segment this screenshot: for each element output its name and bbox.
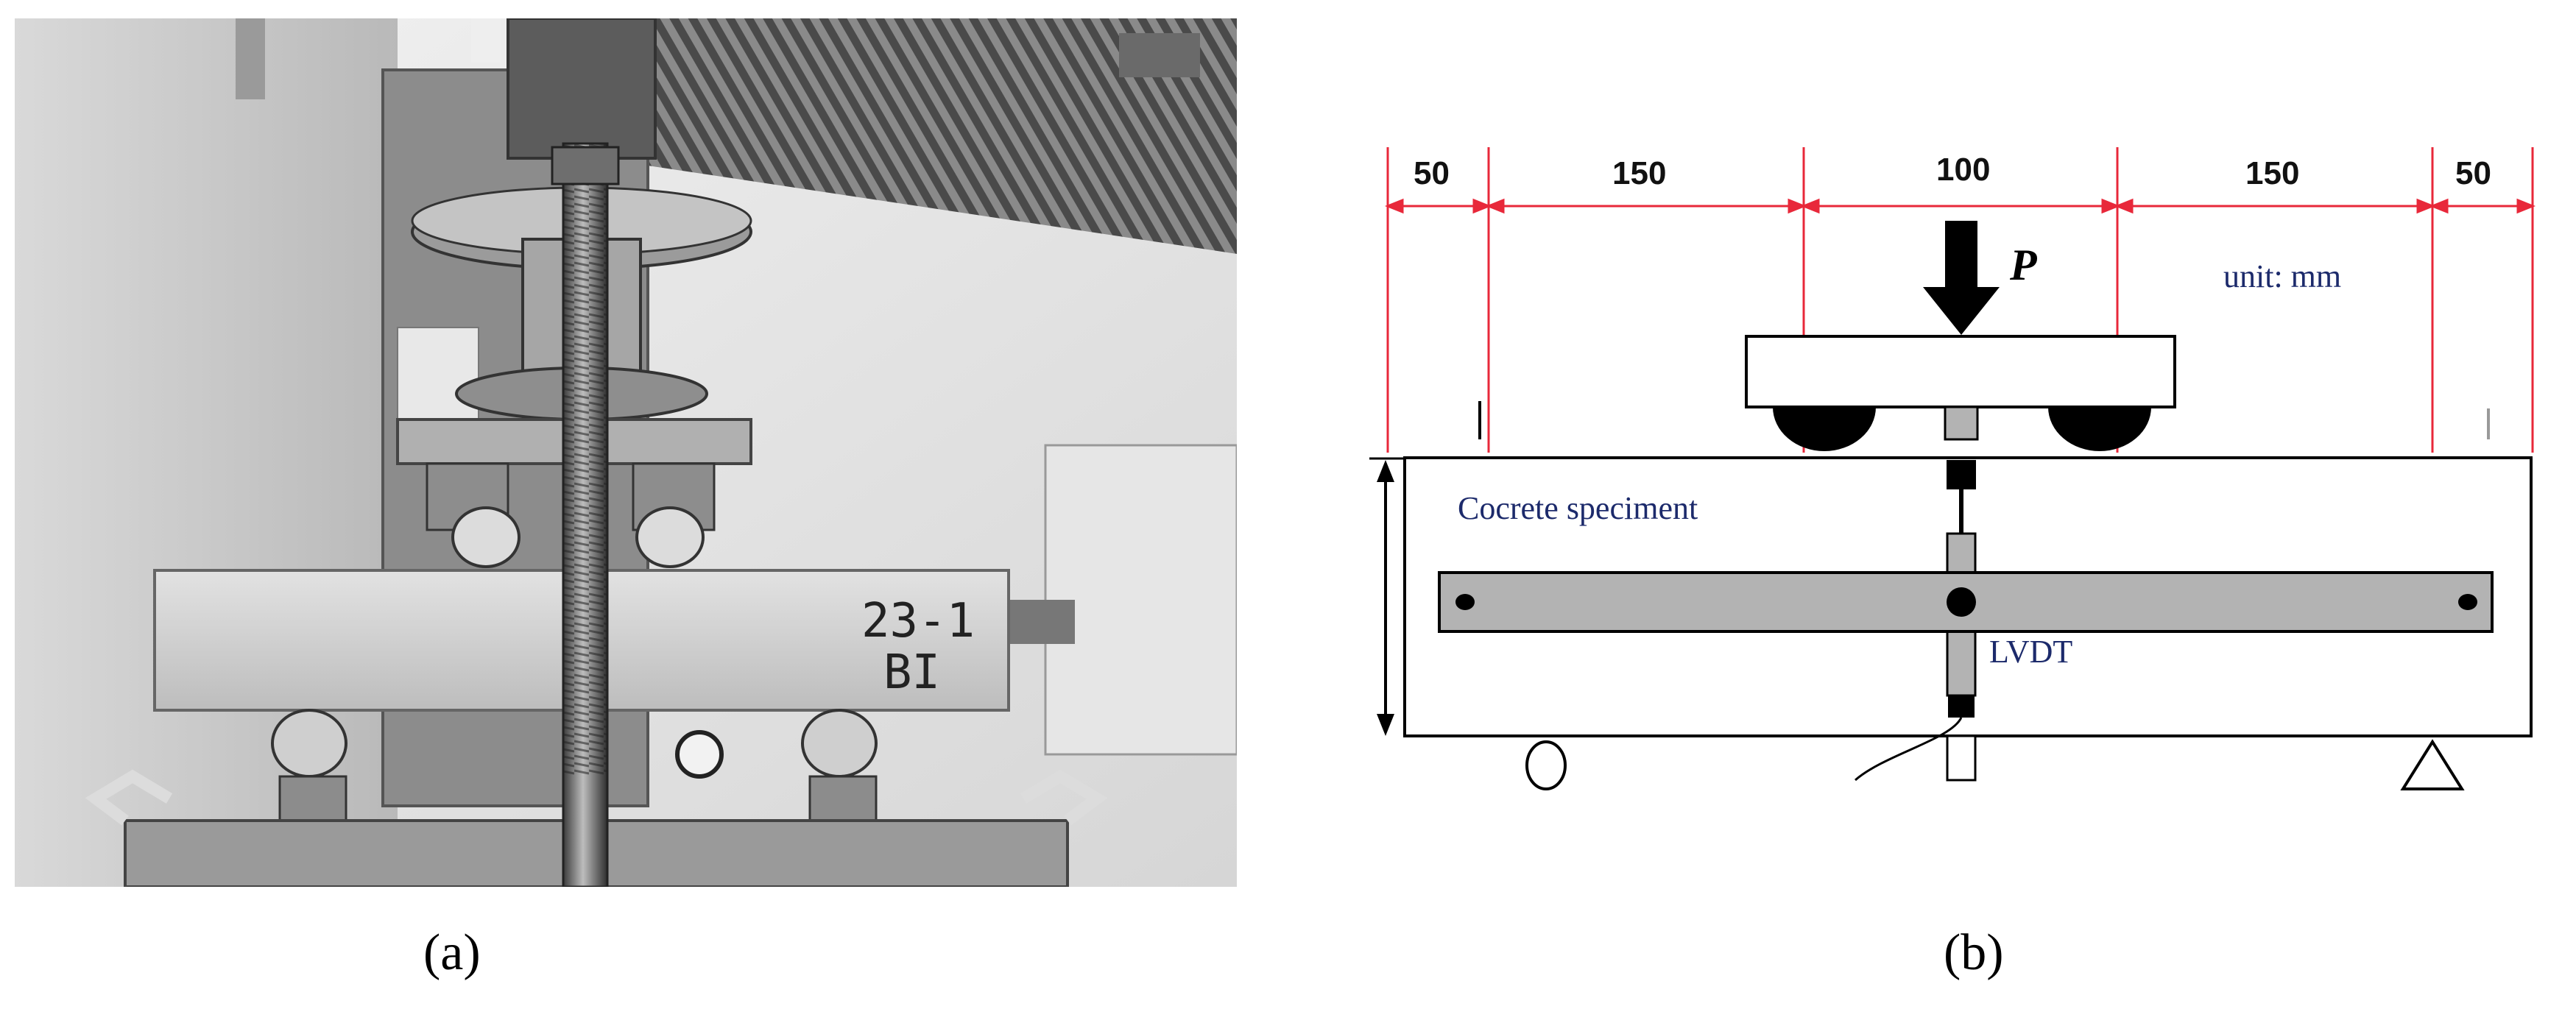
schematic-svg: 50 150 100 150 50 P unit: mm Cocrete spe… bbox=[1369, 147, 2536, 790]
dim-label-2: 150 bbox=[1612, 155, 1666, 191]
pin-support-icon bbox=[2400, 739, 2465, 790]
loading-point-left bbox=[1773, 407, 1876, 451]
caption-b: (b) bbox=[1944, 924, 2004, 981]
dim-label-4: 150 bbox=[2245, 155, 2299, 191]
dim-label-3: 100 bbox=[1936, 152, 1990, 188]
loading-point-right bbox=[2048, 407, 2151, 451]
specimen-label: Cocrete speciment bbox=[1458, 490, 1698, 526]
test-setup-photo: 23-1 BI bbox=[15, 17, 1238, 888]
photo-illustration: 23-1 BI bbox=[15, 17, 1238, 888]
load-label: P bbox=[2009, 241, 2038, 289]
height-arrow bbox=[1369, 457, 1405, 736]
dim-label-5: 50 bbox=[2455, 155, 2491, 191]
load-arrow-icon bbox=[1923, 221, 2000, 335]
dim-label-1: 50 bbox=[1414, 155, 1450, 191]
specimen-label-line1: 23-1 bbox=[861, 594, 975, 648]
caption-a: (a) bbox=[423, 924, 481, 981]
roller-support-icon bbox=[1525, 740, 1567, 790]
test-setup-diagram: 50 150 100 150 50 P unit: mm Cocrete spe… bbox=[1369, 18, 2569, 887]
reference-bar bbox=[1438, 571, 2494, 633]
lvdt-label: LVDT bbox=[1989, 634, 2072, 670]
dimension-line bbox=[1384, 198, 2536, 214]
unit-label: unit: mm bbox=[2223, 258, 2341, 294]
loading-plate bbox=[1745, 335, 2176, 408]
specimen-label-line2: BI bbox=[883, 645, 940, 700]
